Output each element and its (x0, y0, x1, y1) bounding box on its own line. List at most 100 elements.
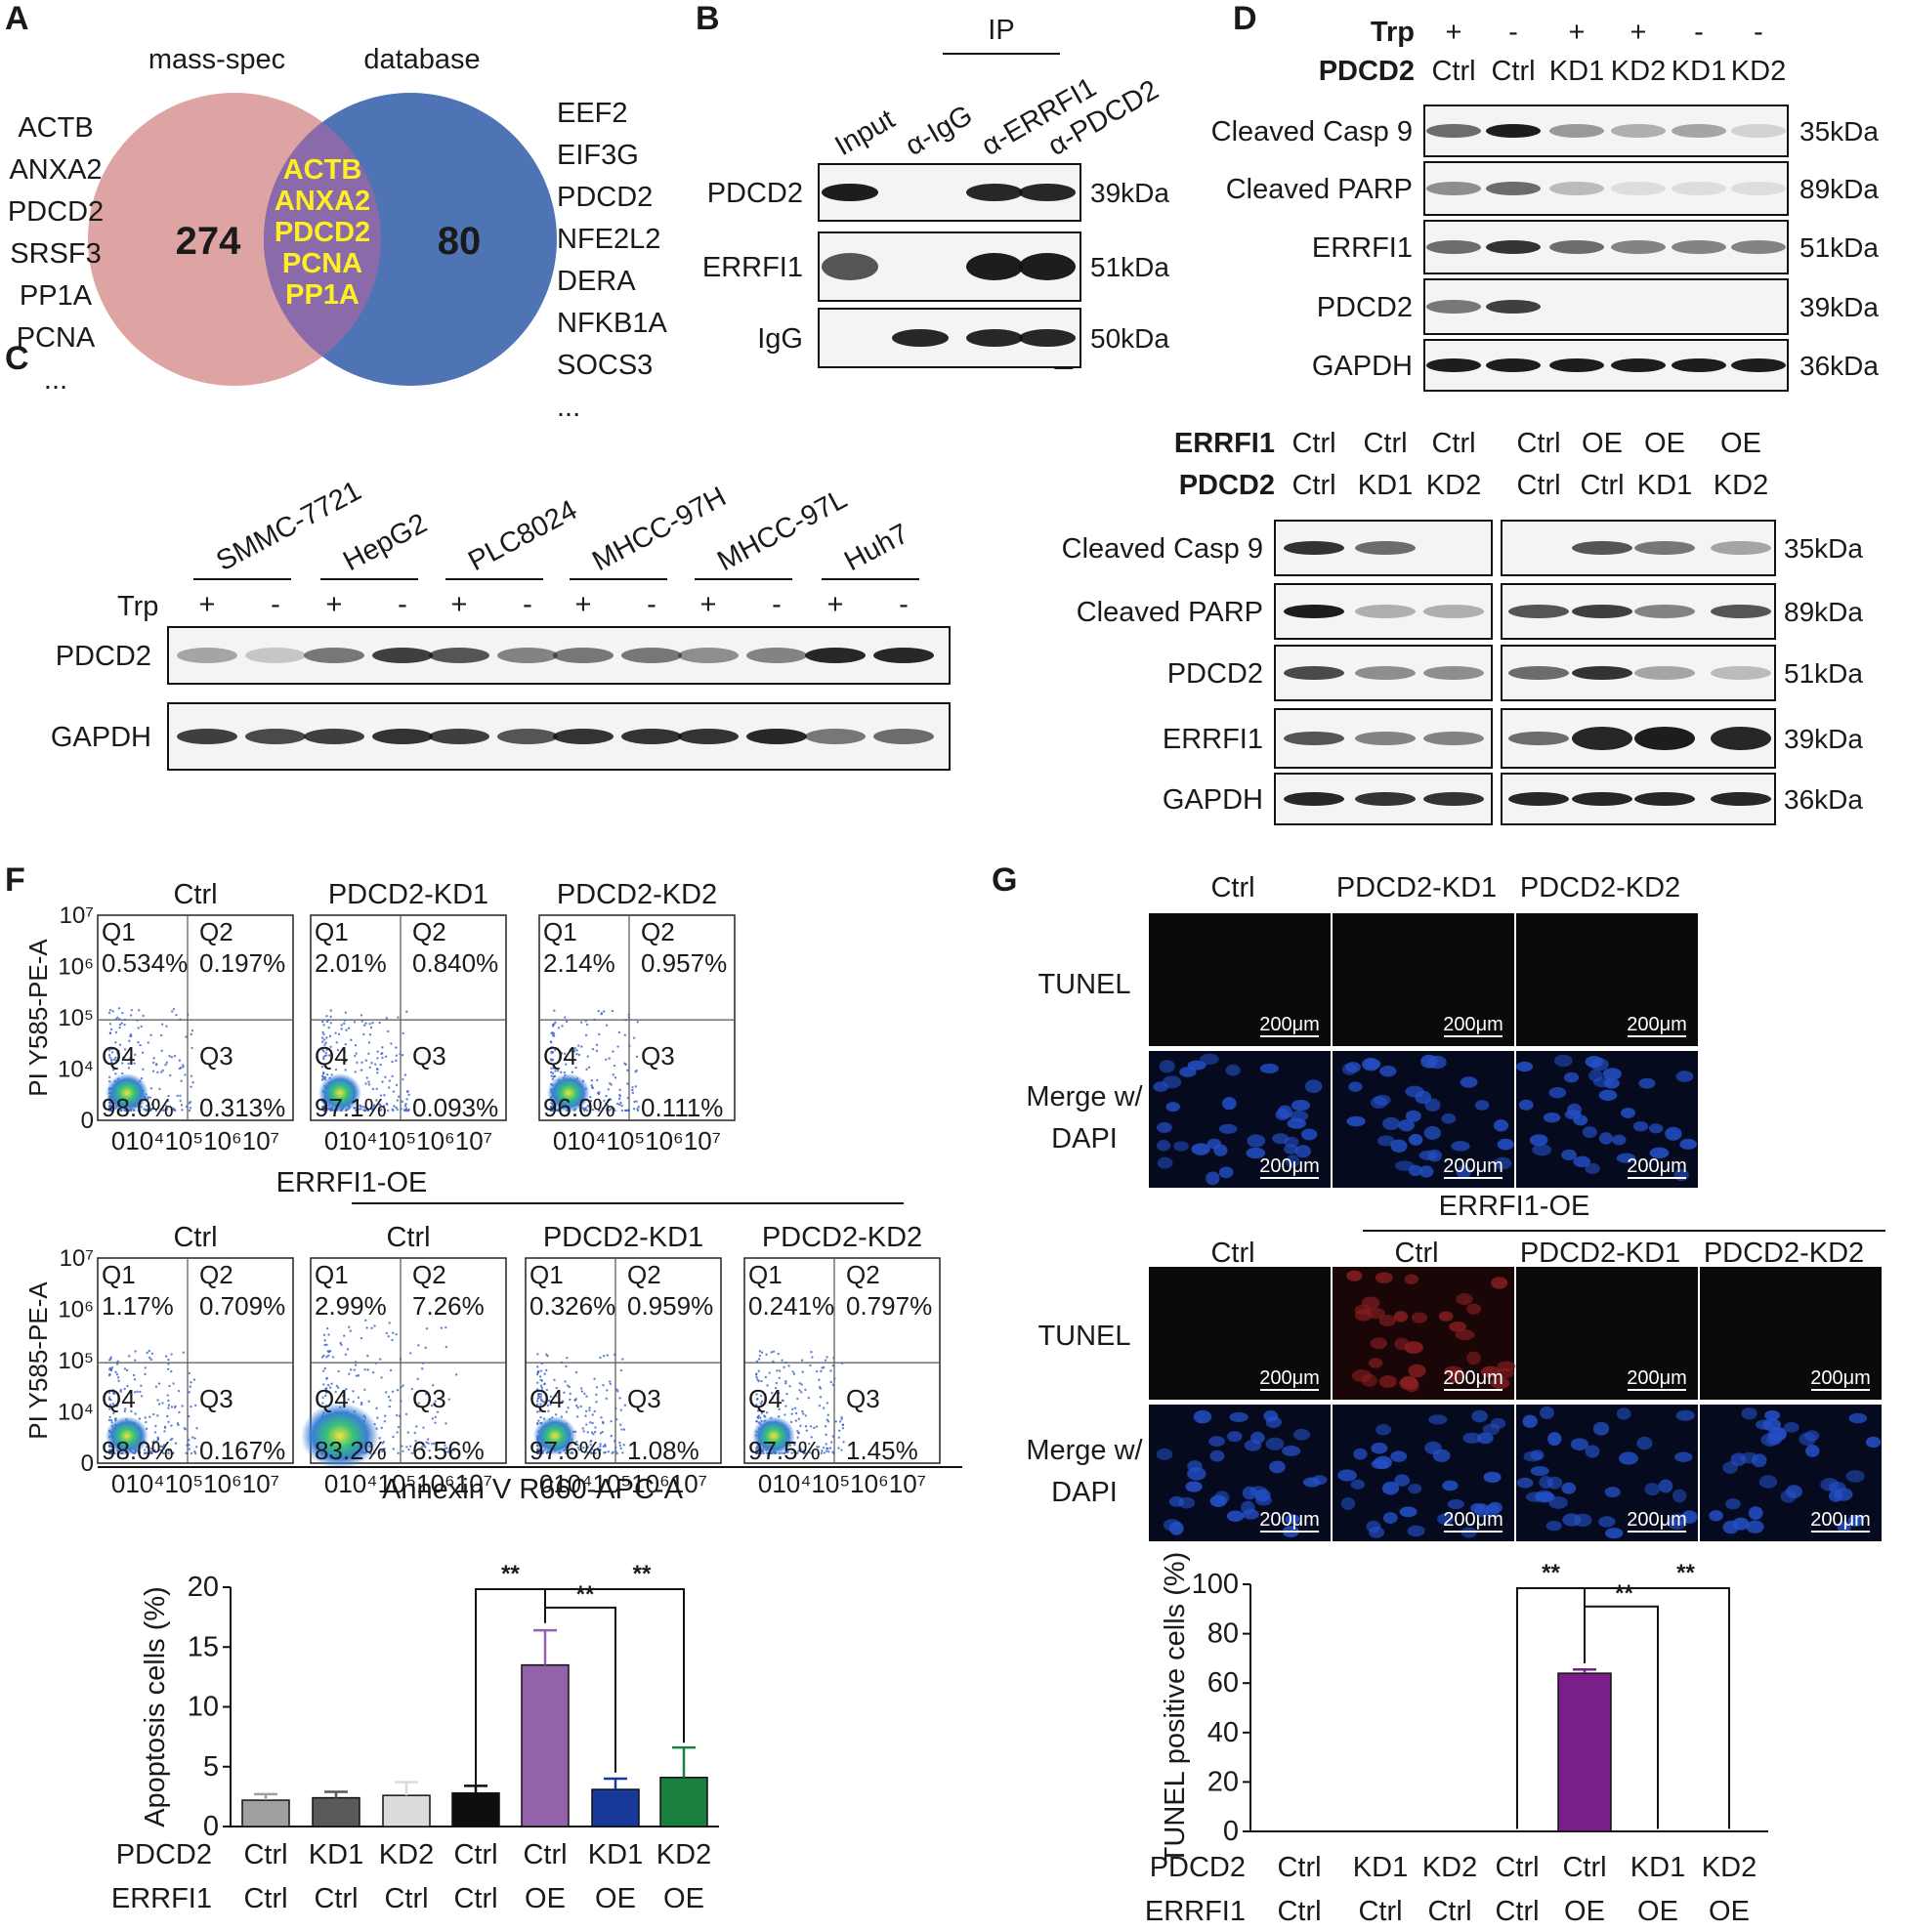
flow-y-tick: 0 (81, 1450, 94, 1477)
quadrant-label: Q3 (641, 1041, 675, 1071)
event-dot (788, 1385, 791, 1388)
d-pdcd2-label: Ctrl (1491, 56, 1535, 87)
event-dot (778, 1407, 781, 1410)
event-dot (123, 1018, 127, 1022)
event-dot (171, 1107, 174, 1110)
c-band (177, 729, 237, 744)
event-dot (422, 1426, 425, 1429)
trp-sign: - (899, 589, 909, 620)
event-dot (561, 1025, 564, 1028)
event-dot (589, 1444, 592, 1447)
ip-row-label: IgG (757, 323, 803, 355)
event-dot (327, 1019, 330, 1022)
event-dot (145, 1446, 148, 1449)
q4-value: 97.6% (529, 1436, 602, 1465)
nucleus (1674, 1451, 1693, 1462)
event-dot (167, 1451, 170, 1455)
event-dot (400, 1108, 402, 1111)
g-row-label: Merge w/ (1026, 1081, 1143, 1113)
e-band (1634, 605, 1695, 618)
event-dot (632, 1036, 636, 1039)
event-dot (774, 1386, 778, 1390)
event-dot (153, 1431, 157, 1434)
event-dot (327, 1350, 331, 1354)
x-label-errfi1: OE (1709, 1896, 1750, 1927)
event-dot (794, 1419, 797, 1422)
event-dot (563, 1071, 566, 1074)
d-trp-sign: - (1508, 17, 1518, 48)
bar (241, 1799, 290, 1827)
event-dot (380, 1426, 383, 1430)
flow-x-axis-title: Annexin V R660-APC-A (382, 1474, 684, 1505)
d-pdcd2-label: KD1 (1672, 56, 1726, 87)
nucleus (1340, 1496, 1356, 1511)
event-dot (623, 1033, 627, 1036)
event-dot (757, 1358, 761, 1361)
dapi-merge-image: 200μm (1700, 1405, 1882, 1541)
flow-plot-title: PDCD2-KD1 (328, 879, 488, 910)
event-dot (395, 1083, 399, 1087)
c-band (805, 648, 866, 663)
event-dot (431, 1384, 435, 1387)
dapi-merge-image: 200μm (1333, 1267, 1516, 1400)
event-dot (108, 1359, 111, 1362)
event-dot (401, 1445, 403, 1448)
event-dot (436, 1442, 439, 1445)
event-dot (539, 1384, 543, 1387)
event-dot (334, 1031, 337, 1034)
e-errfi1-label: Ctrl (1516, 428, 1560, 459)
event-dot (824, 1425, 827, 1428)
event-dot (137, 1009, 141, 1012)
event-dot (801, 1370, 804, 1373)
event-dot (382, 1448, 385, 1451)
quadrant-label: Q1 (315, 917, 349, 946)
event-dot (585, 1423, 588, 1426)
nucleus (1368, 1358, 1383, 1368)
event-dot (399, 1052, 402, 1056)
event-dot (605, 1397, 608, 1401)
event-dot (111, 1389, 115, 1392)
event-dot (813, 1426, 816, 1430)
event-dot (329, 1015, 332, 1019)
event-dot (623, 1062, 626, 1066)
nucleus (1456, 1292, 1473, 1305)
event-dot (143, 1449, 147, 1451)
event-dot (385, 1017, 389, 1020)
event-dot (619, 1447, 622, 1450)
nucleus (1291, 1099, 1310, 1112)
nucleus (1301, 1128, 1318, 1141)
c-band (746, 729, 807, 744)
nucleus (1618, 1451, 1638, 1465)
e-pdcd2-label: Ctrl (1580, 470, 1624, 501)
event-dot (345, 1388, 348, 1391)
event-dot (323, 1043, 326, 1046)
e-pdcd2-label: Ctrl (1516, 470, 1560, 501)
nucleus (1304, 1079, 1323, 1094)
event-dot (537, 1396, 541, 1399)
e-header-label: ERRFI1 (1174, 428, 1275, 459)
y-tick-label: 20 (188, 1572, 219, 1603)
event-dot (325, 1036, 328, 1039)
event-dot (539, 1393, 543, 1396)
event-dot (172, 1382, 175, 1385)
event-dot (325, 1109, 328, 1113)
quadrant-label: Q2 (846, 1260, 880, 1289)
nucleus (1243, 1509, 1259, 1520)
nucleus (1226, 1510, 1245, 1522)
nucleus (1420, 1054, 1438, 1069)
event-dot (188, 1439, 190, 1442)
event-dot (152, 1412, 155, 1416)
venn-left-gene: SRSF3 (10, 238, 101, 270)
event-dot (364, 1319, 367, 1322)
e-band (1572, 727, 1632, 750)
event-dot (149, 1358, 152, 1362)
event-dot (605, 1102, 608, 1105)
event-dot (797, 1431, 800, 1435)
event-dot (151, 1102, 154, 1105)
event-dot (822, 1407, 826, 1409)
event-dot (803, 1442, 807, 1445)
event-dot (144, 1366, 147, 1369)
nucleus (1407, 1525, 1425, 1537)
nucleus (1225, 1064, 1241, 1076)
